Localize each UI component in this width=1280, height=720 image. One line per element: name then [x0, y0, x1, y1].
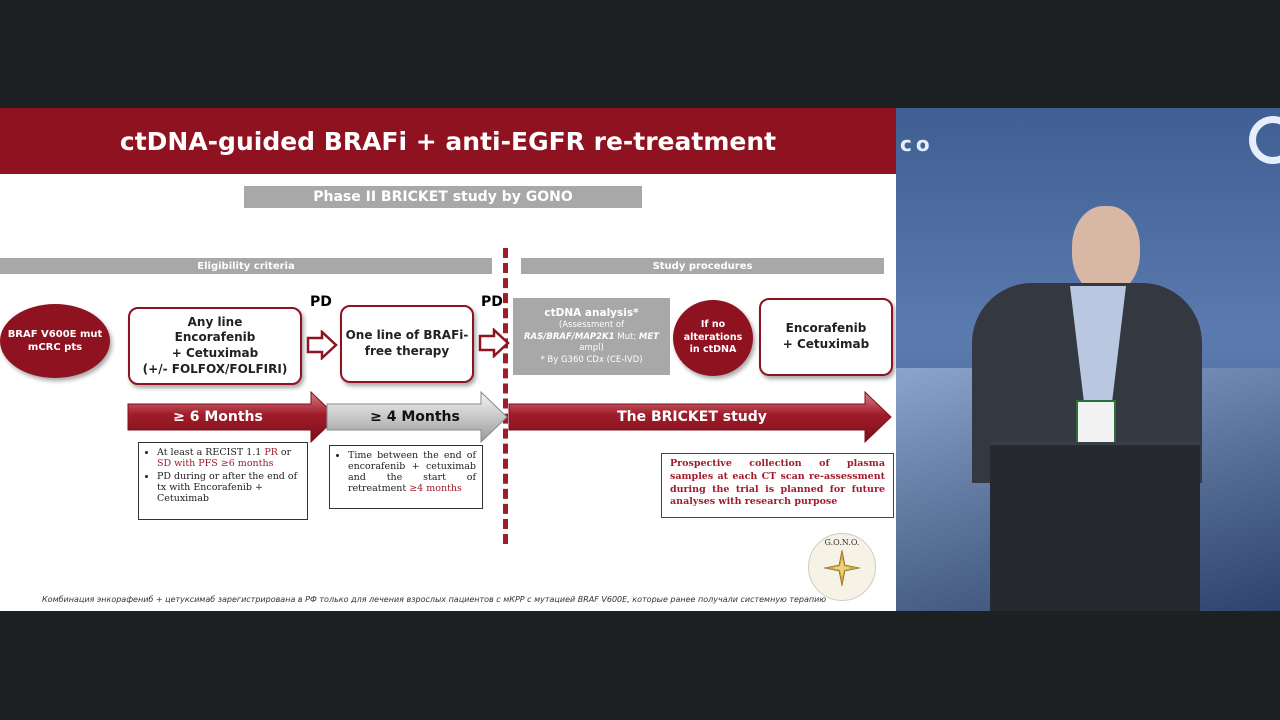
- ctdna-line1: (Assessment of: [558, 320, 625, 331]
- ctdna-met: MET: [638, 331, 659, 342]
- speaker-head: [1072, 206, 1140, 294]
- note2-text: Time between the end of encorafenib + ce…: [348, 450, 476, 494]
- arrow-4-months-label: ≥ 4 Months: [370, 409, 460, 425]
- any-line-l3: + Cetuximab: [171, 346, 259, 360]
- arrow-bricket-label: The BRICKET study: [617, 409, 767, 425]
- retreat-l2: + Cetuximab: [782, 337, 870, 351]
- podium: [990, 442, 1200, 611]
- pd-label-2: PD: [481, 294, 503, 310]
- arrow-6-months-label: ≥ 6 Months: [173, 409, 263, 425]
- study-subtitle-bar: Phase II BRICKET study by GONO: [244, 186, 642, 208]
- ctdna-analysis-box: ctDNA analysis* (Assessment of RAS/BRAF/…: [513, 298, 670, 375]
- note1-text-a: At least a RECIST 1.1: [157, 447, 265, 458]
- patients-line2: mCRC pts: [27, 342, 83, 353]
- ctdna-mut: Mut;: [614, 331, 639, 342]
- right-arrow-icon: [306, 330, 338, 360]
- ctdna-genes: RAS/BRAF/MAP2K1: [524, 331, 615, 342]
- note2-highlight: ≥4 months: [409, 483, 462, 494]
- one-line-l2: free therapy: [364, 344, 450, 358]
- arrow-4-months: [326, 390, 508, 444]
- no-alt-l2: in ctDNA: [689, 344, 737, 356]
- arrow-6-months: [127, 390, 338, 444]
- note-eligibility-1: At least a RECIST 1.1 PR or SD with PFS …: [138, 442, 308, 520]
- any-line-l4: (+/- FOLFOX/FOLFIRI): [142, 361, 288, 376]
- any-line-l1: Any line: [187, 314, 243, 329]
- ctdna-title: ctDNA analysis*: [544, 307, 639, 319]
- slide-title: ctDNA-guided BRAFi + anti-EGFR re-treatm…: [0, 108, 896, 174]
- any-line-l2: Encorafenib: [174, 330, 256, 345]
- backdrop-logo-text: co: [900, 132, 934, 156]
- box-retreatment: Encorafenib+ Cetuximab: [759, 298, 893, 376]
- ctdna-line4: * By G360 CDx (CE-IVD): [540, 354, 643, 365]
- note1-text-pr: PR: [264, 447, 278, 458]
- presentation-slide: ctDNA-guided BRAFi + anti-EGFR re-treatm…: [0, 108, 896, 611]
- note1-bullet2: PD during or after the end of tx with En…: [157, 471, 301, 504]
- note-eligibility-2: Time between the end of encorafenib + ce…: [329, 445, 483, 509]
- note-plasma-samples: Prospective collection of plasma samples…: [661, 453, 894, 518]
- right-arrow-icon: [478, 328, 510, 358]
- no-alt-l1: If no alterations: [683, 319, 743, 343]
- note1-bullet1: At least a RECIST 1.1 PR or SD with PFS …: [157, 447, 301, 469]
- patients-line1: BRAF V600E mut: [7, 329, 103, 340]
- ctdna-line3: ampl): [579, 343, 604, 354]
- pd-label-1: PD: [310, 294, 332, 310]
- note1-text-or: or: [277, 447, 292, 458]
- gono-logo-text: G.O.N.O.: [824, 538, 860, 547]
- eligibility-header: Eligibility criteria: [0, 258, 492, 274]
- timeline-arrows: [127, 390, 892, 444]
- procedures-header: Study procedures: [521, 258, 884, 274]
- speaker-badge: [1076, 400, 1116, 444]
- box-any-line: Any line Encorafenib + Cetuximab (+/- FO…: [128, 307, 302, 385]
- box-one-line: One line of BRAFi-free therapy: [340, 305, 474, 383]
- speaker-video: co: [896, 108, 1280, 611]
- one-line-l1: One line of BRAFi-: [345, 328, 469, 343]
- gono-logo: G.O.N.O.: [808, 533, 876, 601]
- slide-footer-disclaimer: Комбинация энкорафениб + цетуксимаб заре…: [42, 595, 827, 604]
- note2-bullet: Time between the end of encorafenib + ce…: [348, 450, 476, 494]
- compass-star-icon: [824, 550, 860, 586]
- note1-text-sd: SD with PFS ≥6 months: [157, 458, 274, 469]
- arrow-bricket: [508, 390, 892, 444]
- patients-ellipse: BRAF V600E mut mCRC pts: [0, 304, 110, 378]
- backdrop-ring: [1249, 116, 1280, 164]
- retreat-l1: Encorafenib: [785, 321, 867, 336]
- phase-divider: [503, 248, 508, 544]
